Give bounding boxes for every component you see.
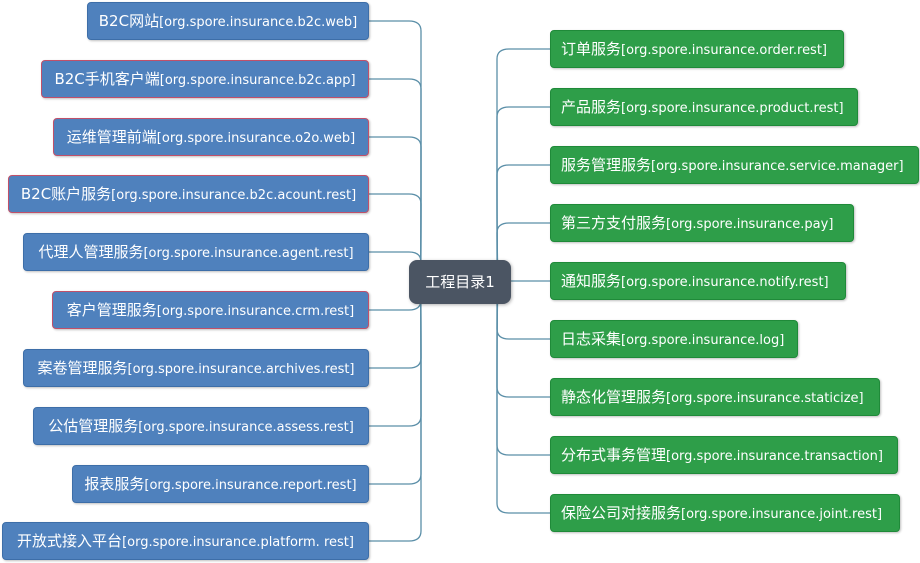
- node-title: 第三方支付服务: [561, 214, 667, 232]
- node-package: [org.spore.insurance.b2c.web]: [159, 15, 358, 30]
- left-node-b2c-app[interactable]: B2C手机客户端[org.spore.insurance.b2c.app]: [41, 60, 369, 98]
- node-package: [org.spore.insurance.order.rest]: [621, 43, 828, 58]
- node-package: [org.spore.insurance.b2c.acount.rest]: [111, 188, 357, 203]
- node-title: 服务管理服务: [561, 156, 652, 174]
- left-node-archives[interactable]: 案卷管理服务[org.spore.insurance.archives.rest…: [23, 349, 369, 387]
- node-title: 客户管理服务: [66, 301, 157, 319]
- connector-left: [369, 281, 422, 485]
- connector-right: [496, 106, 550, 283]
- node-title: 运维管理前端: [66, 128, 157, 146]
- node-package: [org.spore.insurance.archives.rest]: [127, 362, 355, 377]
- node-title: 案卷管理服务: [37, 359, 128, 377]
- node-package: [org.spore.insurance.product.rest]: [621, 101, 844, 116]
- connector-left: [369, 281, 422, 427]
- node-package: [org.spore.insurance.agent.rest]: [143, 246, 354, 261]
- node-title: 代理人管理服务: [38, 243, 144, 261]
- node-package: [org.spore.insurance.report.rest]: [144, 478, 357, 493]
- node-title: 分布式事务管理: [561, 446, 667, 464]
- node-title: B2C网站: [98, 12, 160, 30]
- right-node-notify[interactable]: 通知服务[org.spore.insurance.notify.rest]: [550, 262, 846, 300]
- right-node-log[interactable]: 日志采集[org.spore.insurance.log]: [550, 320, 798, 358]
- node-title: 产品服务: [561, 98, 622, 116]
- node-title: 日志采集: [561, 330, 622, 348]
- left-node-agent[interactable]: 代理人管理服务[org.spore.insurance.agent.rest]: [23, 233, 369, 271]
- node-title: B2C账户服务: [20, 185, 112, 203]
- node-package: [org.spore.insurance.assess.rest]: [138, 420, 354, 435]
- right-node-staticize[interactable]: 静态化管理服务[org.spore.insurance.staticize]: [550, 378, 880, 416]
- root-node[interactable]: 工程目录1: [409, 260, 511, 304]
- node-title: 开放式接入平台: [17, 532, 123, 550]
- node-package: [org.spore.insurance.b2c.app]: [159, 73, 356, 88]
- right-node-transaction[interactable]: 分布式事务管理[org.spore.insurance.transaction]: [550, 436, 898, 474]
- node-package: [org.spore.insurance.transaction]: [666, 449, 883, 464]
- right-node-order[interactable]: 订单服务[org.spore.insurance.order.rest]: [550, 30, 844, 68]
- left-node-report[interactable]: 报表服务[org.spore.insurance.report.rest]: [72, 465, 369, 503]
- right-node-service-manager[interactable]: 服务管理服务[org.spore.insurance.service.manag…: [550, 146, 919, 184]
- node-title: B2C手机客户端: [54, 70, 160, 88]
- left-node-b2c-web[interactable]: B2C网站[org.spore.insurance.b2c.web]: [87, 2, 369, 40]
- node-title: 静态化管理服务: [561, 388, 667, 406]
- right-node-product[interactable]: 产品服务[org.spore.insurance.product.rest]: [550, 88, 858, 126]
- node-package: [org.spore.insurance.service.manager]: [651, 159, 904, 174]
- node-title: 报表服务: [84, 475, 145, 493]
- left-node-platform[interactable]: 开放式接入平台[org.spore.insurance.platform. re…: [2, 522, 369, 560]
- root-node-label: 工程目录1: [425, 273, 495, 291]
- left-node-assess[interactable]: 公估管理服务[org.spore.insurance.assess.rest]: [33, 407, 369, 445]
- right-node-pay[interactable]: 第三方支付服务[org.spore.insurance.pay]: [550, 204, 854, 242]
- node-title: 公估管理服务: [48, 417, 139, 435]
- node-package: [org.spore.insurance.staticize]: [666, 391, 864, 406]
- connector-left: [369, 20, 422, 283]
- left-node-o2o-web[interactable]: 运维管理前端[org.spore.insurance.o2o.web]: [53, 118, 369, 156]
- node-package: [org.spore.insurance.o2o.web]: [156, 131, 356, 146]
- connector-left: [369, 281, 422, 542]
- node-package: [org.spore.insurance.crm.rest]: [156, 304, 355, 319]
- right-node-joint[interactable]: 保险公司对接服务[org.spore.insurance.joint.rest]: [550, 494, 900, 532]
- node-package: [org.spore.insurance.log]: [621, 333, 785, 348]
- node-title: 保险公司对接服务: [561, 504, 682, 522]
- node-package: [org.spore.insurance.pay]: [666, 217, 834, 232]
- left-node-b2c-account[interactable]: B2C账户服务[org.spore.insurance.b2c.acount.r…: [8, 175, 369, 213]
- node-package: [org.spore.insurance.platform. rest]: [122, 535, 354, 550]
- node-package: [org.spore.insurance.joint.rest]: [681, 507, 883, 522]
- node-title: 订单服务: [561, 40, 622, 58]
- node-package: [org.spore.insurance.notify.rest]: [621, 275, 829, 290]
- node-title: 通知服务: [561, 272, 622, 290]
- left-node-crm[interactable]: 客户管理服务[org.spore.insurance.crm.rest]: [52, 291, 369, 329]
- connector-right: [496, 281, 550, 456]
